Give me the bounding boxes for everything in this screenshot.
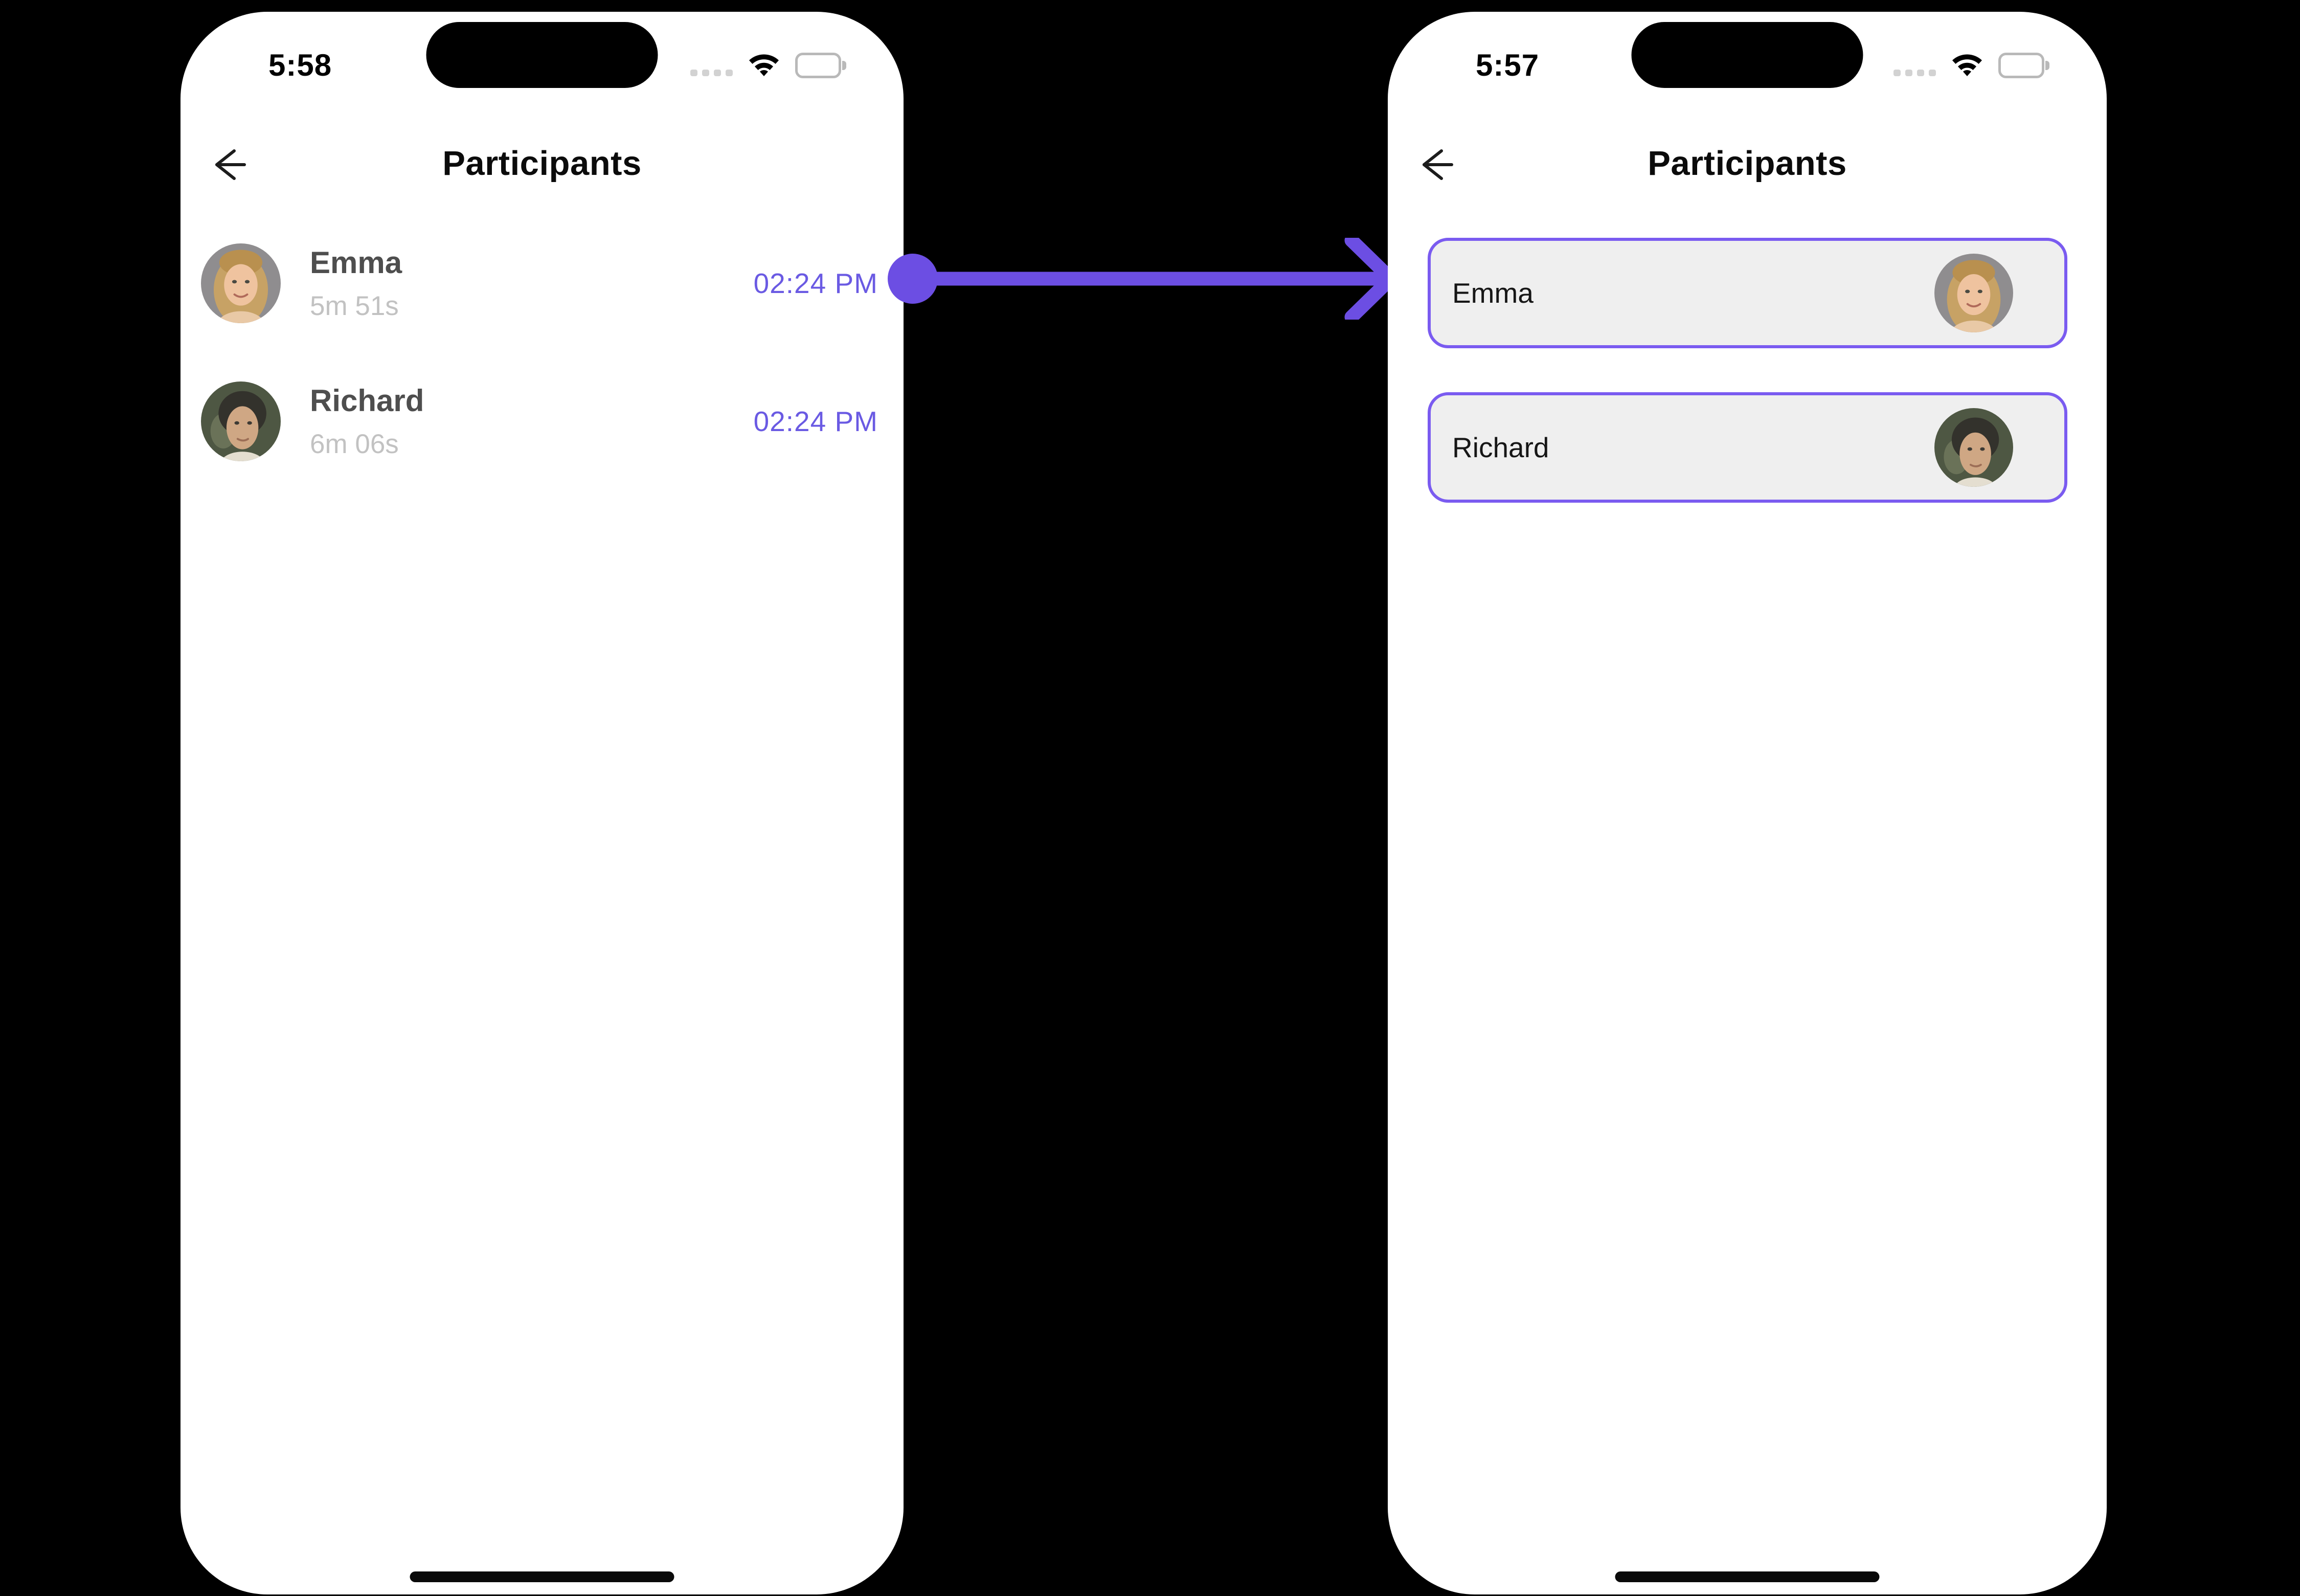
wifi-icon (1952, 54, 1982, 76)
participant-card-richard[interactable]: Richard (1428, 392, 2067, 503)
participant-name: Richard (1452, 432, 1549, 463)
status-time: 5:58 (268, 48, 332, 82)
avatar-emma (201, 243, 281, 323)
participant-name: Emma (1452, 277, 1534, 309)
cellular-signal-icon (1893, 70, 1936, 78)
avatar-emma (1934, 254, 2013, 332)
participant-duration: 5m 51s (310, 291, 399, 321)
home-indicator[interactable] (1615, 1571, 1880, 1582)
battery-icon (795, 53, 846, 78)
dynamic-island (426, 22, 658, 88)
participant-duration: 6m 06s (310, 429, 399, 459)
status-icons (690, 52, 846, 78)
battery-icon (1998, 53, 2049, 78)
participant-joined-time: 02:24 PM (753, 267, 878, 299)
participant-texts: Richard 6m 06s (310, 382, 424, 461)
dynamic-island (1631, 22, 1863, 88)
status-bar: 5:58 (181, 12, 904, 101)
participant-card-emma[interactable]: Emma (1428, 238, 2067, 348)
home-indicator[interactable] (410, 1571, 674, 1582)
back-button[interactable] (1416, 145, 1456, 185)
status-bar: 5:57 (1388, 12, 2107, 101)
phone-screen-participant-list: 5:58 Parti (181, 12, 904, 1594)
avatar-richard (201, 381, 281, 461)
participant-list: Emma 5m 51s 02:24 PM (201, 243, 878, 520)
phone-screen-participant-cards: 5:57 Parti (1388, 12, 2107, 1594)
avatar-richard (1934, 408, 2013, 487)
page-header: Participants (1388, 140, 2107, 196)
flow-arrow-annotation (888, 238, 1398, 320)
wifi-icon (749, 54, 779, 76)
participant-row-richard[interactable]: Richard 6m 06s 02:24 PM (201, 381, 878, 461)
participant-cards: Emma Richard (1428, 238, 2067, 547)
page-title: Participants (442, 144, 642, 183)
status-time: 5:57 (1476, 48, 1540, 82)
participant-row-emma[interactable]: Emma 5m 51s 02:24 PM (201, 243, 878, 323)
back-button[interactable] (209, 145, 249, 185)
participant-joined-time: 02:24 PM (753, 406, 878, 437)
participant-name: Richard (310, 384, 424, 418)
page-title: Participants (1648, 144, 1847, 183)
participant-texts: Emma 5m 51s (310, 244, 402, 323)
participant-name: Emma (310, 245, 402, 280)
page-header: Participants (181, 140, 904, 196)
status-icons (1893, 52, 2049, 78)
cellular-signal-icon (690, 70, 733, 78)
